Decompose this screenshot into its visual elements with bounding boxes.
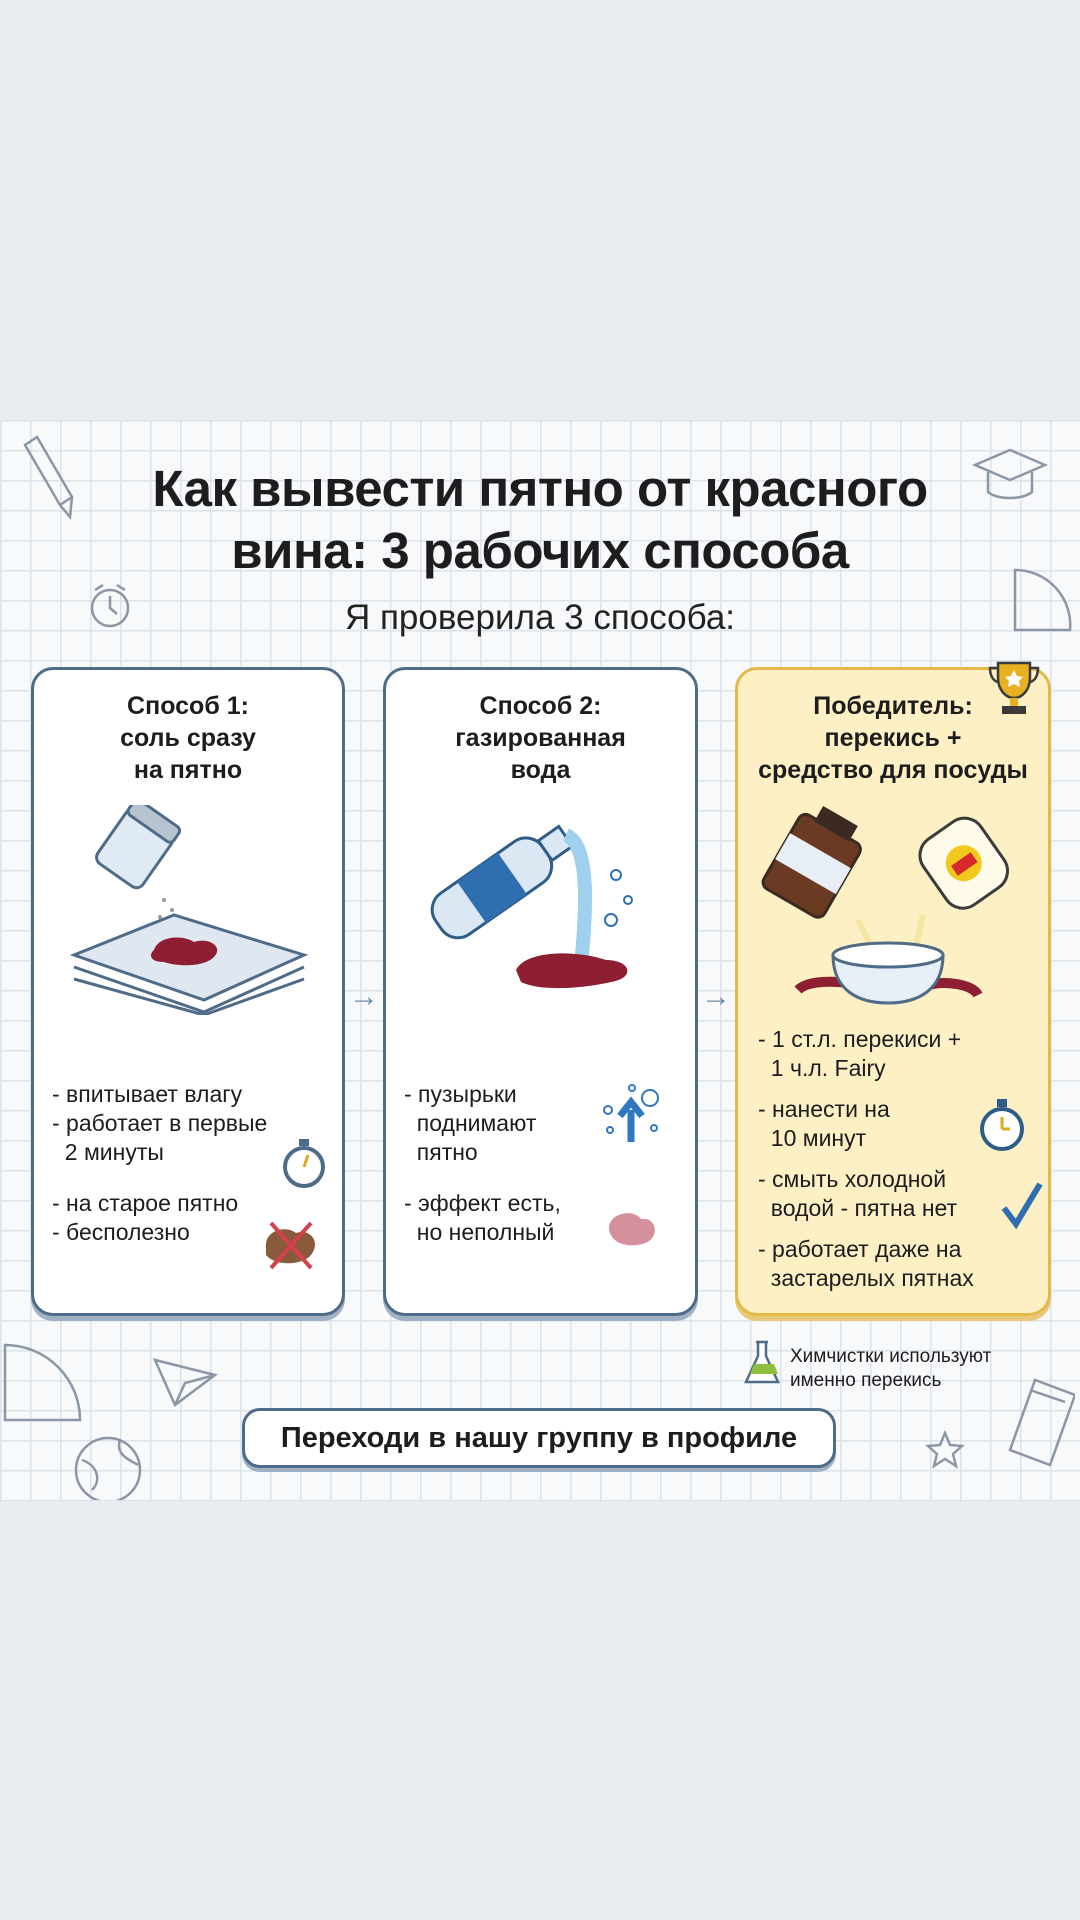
arrow-right-icon: → xyxy=(701,980,731,1013)
infographic: Как вывести пятно от красного вина: 3 ра… xyxy=(0,420,1080,1502)
arrow-right-icon: → xyxy=(349,980,379,1013)
protractor-icon xyxy=(3,1343,82,1422)
page-title: Как вывести пятно от красного вина: 3 ра… xyxy=(0,458,1080,582)
join-group-button[interactable]: Переходи в нашу группу в профиле xyxy=(242,1408,836,1468)
graduation-cap-icon xyxy=(971,448,1049,500)
card-bullets: - пузырьки поднимают пятно - эффект есть… xyxy=(404,1081,561,1245)
card-heading: Победитель:перекись +средство для посуды xyxy=(758,692,1028,784)
star-icon xyxy=(925,1430,965,1469)
crossed-stain-icon xyxy=(266,1221,316,1270)
title-line: Как вывести пятно от красного xyxy=(152,460,928,517)
paper-plane-icon xyxy=(152,1358,218,1407)
soda-bottle-pouring-illustration xyxy=(430,824,633,989)
card-bullets: - впитывает влагу- работает в первые 2 м… xyxy=(52,1081,268,1245)
title-line: вина: 3 рабочих способа xyxy=(231,522,849,579)
card-bullets: - 1 ст.л. перекиси + 1 ч.л. Fairy - нане… xyxy=(758,1026,974,1291)
stopwatch-icon xyxy=(283,1139,325,1188)
salt-shaker-on-cloth-illustration xyxy=(69,805,309,1015)
stopwatch-icon xyxy=(980,1099,1024,1151)
protractor-icon xyxy=(1013,568,1072,632)
flask-icon xyxy=(744,1340,780,1384)
peroxide-and-fairy-bowl-illustration xyxy=(761,806,1009,1005)
globe-icon xyxy=(74,1436,142,1500)
subtitle: Я проверила 3 способа: xyxy=(344,598,736,637)
book-icon xyxy=(1008,1378,1075,1467)
pencil-icon xyxy=(23,435,74,520)
faded-stain-icon xyxy=(609,1213,655,1246)
method-card-winner: Победитель:перекись +средство для посуды… xyxy=(735,661,1051,1316)
bubbles-up-arrow-icon xyxy=(603,1084,659,1142)
alarm-clock-icon xyxy=(90,583,130,628)
trophy-icon xyxy=(988,661,1040,714)
checkmark-icon xyxy=(1001,1182,1043,1230)
